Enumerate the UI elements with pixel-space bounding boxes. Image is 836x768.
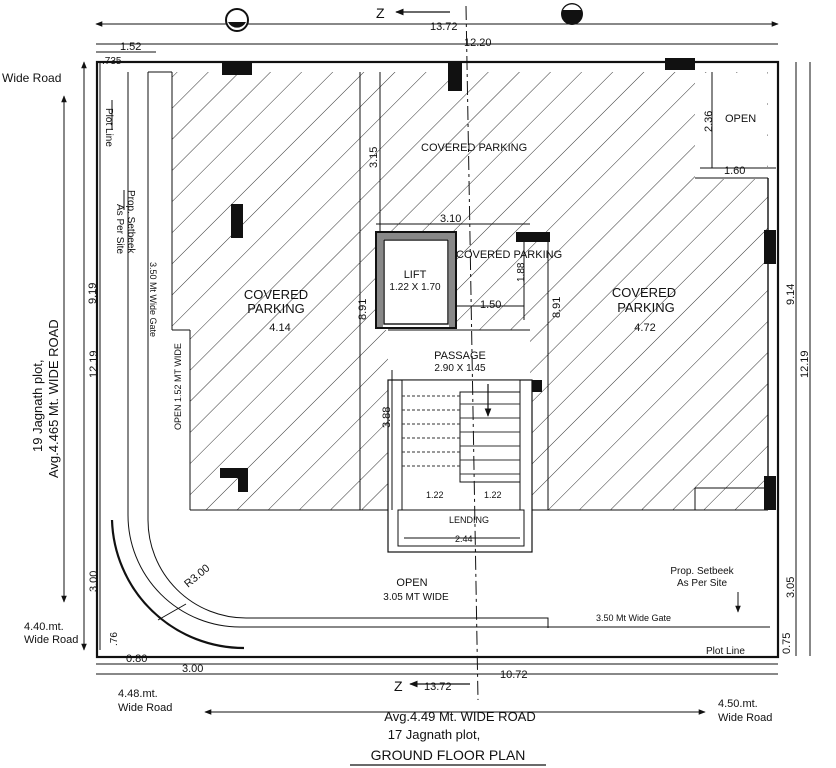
svg-text:PARKING: PARKING bbox=[617, 300, 675, 315]
lift bbox=[375, 231, 457, 329]
svg-text:10.72: 10.72 bbox=[500, 669, 528, 681]
dimension-lines bbox=[61, 21, 811, 715]
svg-text:Avg.4.49 Mt. WIDE ROAD: Avg.4.49 Mt. WIDE ROAD bbox=[384, 709, 535, 724]
svg-text:Z: Z bbox=[376, 5, 385, 21]
svg-text:1.88: 1.88 bbox=[516, 262, 527, 282]
svg-text:PASSAGE: PASSAGE bbox=[434, 350, 486, 362]
svg-text:Prop. Setbeek: Prop. Setbeek bbox=[670, 566, 734, 577]
svg-text:1.22: 1.22 bbox=[484, 490, 502, 500]
passage-staircase bbox=[387, 329, 533, 553]
svg-text:Z: Z bbox=[394, 678, 403, 694]
svg-text:3.88: 3.88 bbox=[381, 407, 393, 428]
svg-text:1.22 X 1.70: 1.22 X 1.70 bbox=[389, 282, 441, 293]
svg-text:3.15: 3.15 bbox=[368, 147, 380, 168]
svg-text:12.19: 12.19 bbox=[88, 350, 100, 378]
svg-text:3.00: 3.00 bbox=[88, 571, 100, 592]
svg-text:OPEN: OPEN bbox=[725, 113, 756, 125]
svg-text:17 Jagnath plot,: 17 Jagnath plot, bbox=[388, 727, 481, 742]
svg-text:3.50 Mt Wide Gate: 3.50 Mt Wide Gate bbox=[148, 262, 158, 337]
svg-text:13.72: 13.72 bbox=[424, 681, 452, 693]
svg-text:3.10: 3.10 bbox=[440, 213, 461, 225]
svg-text:3.05 MT WIDE: 3.05 MT WIDE bbox=[383, 592, 449, 603]
svg-text:4.72: 4.72 bbox=[634, 322, 655, 334]
svg-text:9.14: 9.14 bbox=[785, 284, 797, 305]
svg-text:3.50 Mt Wide Gate: 3.50 Mt Wide Gate bbox=[596, 613, 671, 623]
svg-text:2.90 X 1.45: 2.90 X 1.45 bbox=[434, 363, 486, 374]
area-labels: Wide Road Plot Line Prop. Setbeek As Per… bbox=[2, 71, 772, 742]
svg-text:19 Jagnath plot,: 19 Jagnath plot, bbox=[30, 359, 45, 452]
svg-text:8.91: 8.91 bbox=[357, 299, 369, 320]
svg-text:Prop. Setbeek: Prop. Setbeek bbox=[125, 190, 136, 254]
center-axis bbox=[465, 5, 479, 701]
sun-symbol-right bbox=[561, 3, 583, 25]
svg-text:4.40.mt.: 4.40.mt. bbox=[24, 621, 64, 633]
svg-text:12.19: 12.19 bbox=[799, 350, 811, 378]
north-marker-bottom: Z bbox=[394, 678, 470, 694]
svg-text:4.48.mt.: 4.48.mt. bbox=[118, 688, 158, 700]
svg-text:COVERED PARKING: COVERED PARKING bbox=[456, 249, 562, 261]
svg-text:1.60: 1.60 bbox=[724, 165, 745, 177]
svg-text:Plot Line: Plot Line bbox=[103, 108, 114, 147]
svg-text:Wide Road: Wide Road bbox=[118, 702, 172, 714]
svg-text:OPEN: OPEN bbox=[396, 577, 427, 589]
svg-text:.735: .735 bbox=[102, 56, 122, 67]
svg-text:1.22: 1.22 bbox=[426, 490, 444, 500]
svg-text:Wide Road: Wide Road bbox=[2, 71, 61, 85]
svg-text:0.75: 0.75 bbox=[781, 633, 793, 654]
svg-text:GROUND FLOOR PLAN: GROUND FLOOR PLAN bbox=[371, 747, 526, 763]
svg-text:COVERED PARKING: COVERED PARKING bbox=[421, 142, 527, 154]
svg-text:COVERED: COVERED bbox=[244, 287, 308, 302]
parking-hatch bbox=[172, 72, 768, 510]
svg-text:Wide Road: Wide Road bbox=[718, 712, 772, 724]
page-title: GROUND FLOOR PLAN bbox=[350, 747, 546, 766]
svg-text:2.44: 2.44 bbox=[455, 534, 473, 544]
north-marker-top: Z bbox=[376, 5, 450, 21]
svg-text:COVERED: COVERED bbox=[612, 285, 676, 300]
plot-outline bbox=[95, 60, 780, 659]
svg-text:Wide Road: Wide Road bbox=[24, 634, 78, 646]
svg-text:Plot Line: Plot Line bbox=[706, 646, 745, 657]
svg-text:OPEN 1.52 MT WIDE: OPEN 1.52 MT WIDE bbox=[173, 343, 183, 430]
svg-text:Avg.4.465 Mt. WIDE ROAD: Avg.4.465 Mt. WIDE ROAD bbox=[46, 319, 61, 478]
svg-text:9.19: 9.19 bbox=[87, 283, 99, 304]
svg-text:LIFT: LIFT bbox=[404, 269, 427, 281]
sun-symbol-left bbox=[225, 8, 249, 32]
svg-text:4.50.mt.: 4.50.mt. bbox=[718, 698, 758, 710]
svg-text:As Per Site: As Per Site bbox=[114, 204, 125, 254]
svg-text:.76: .76 bbox=[109, 632, 120, 646]
svg-text:8.91: 8.91 bbox=[551, 297, 563, 318]
svg-text:12.20: 12.20 bbox=[464, 37, 492, 49]
svg-text:1.52: 1.52 bbox=[120, 41, 141, 53]
svg-text:R3.00: R3.00 bbox=[182, 562, 212, 590]
svg-text:0.80: 0.80 bbox=[126, 653, 147, 665]
dimension-texts: 13.72 1.52 12.20 .735 9.19 12.19 3.00 .7… bbox=[87, 21, 811, 693]
svg-text:1.50: 1.50 bbox=[480, 299, 501, 311]
svg-text:2.36: 2.36 bbox=[703, 111, 715, 132]
svg-text:3.05: 3.05 bbox=[785, 577, 797, 598]
svg-text:As Per Site: As Per Site bbox=[677, 578, 727, 589]
svg-text:4.14: 4.14 bbox=[269, 322, 290, 334]
svg-text:3.00: 3.00 bbox=[182, 663, 203, 675]
svg-text:LENDING: LENDING bbox=[449, 515, 489, 525]
svg-text:13.72: 13.72 bbox=[430, 21, 458, 33]
svg-text:PARKING: PARKING bbox=[247, 301, 305, 316]
